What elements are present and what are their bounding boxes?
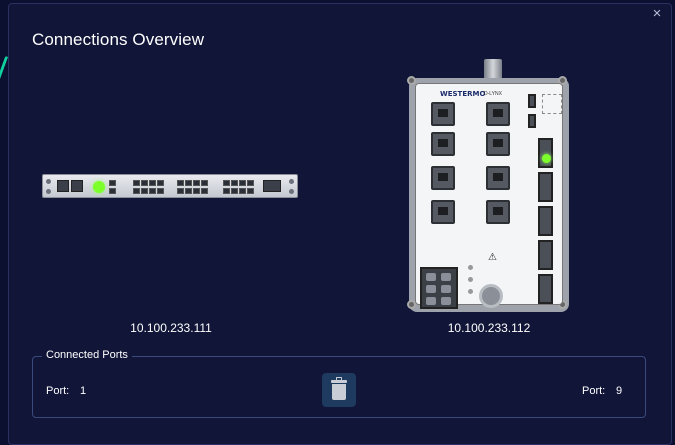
sd-slot bbox=[542, 94, 562, 114]
rj45-port[interactable] bbox=[431, 200, 455, 224]
terminal-slot bbox=[426, 285, 436, 293]
rack-port[interactable] bbox=[239, 180, 246, 186]
sfp-port[interactable] bbox=[538, 274, 553, 304]
rack-port[interactable] bbox=[109, 180, 116, 186]
sfp-port[interactable] bbox=[538, 172, 553, 202]
rack-port[interactable] bbox=[201, 180, 208, 186]
sfp-port[interactable] bbox=[538, 240, 553, 270]
screw bbox=[558, 76, 567, 85]
rack-port[interactable] bbox=[193, 188, 200, 194]
rack-sfp-slot bbox=[71, 180, 83, 192]
right-port-value: 9 bbox=[616, 385, 623, 397]
rack-port[interactable] bbox=[193, 180, 200, 186]
rack-sfp-slot bbox=[57, 180, 69, 192]
rack-port[interactable] bbox=[177, 188, 184, 194]
rack-port[interactable] bbox=[185, 180, 192, 186]
rack-ear-right-bottom bbox=[289, 189, 294, 194]
power-terminal bbox=[420, 267, 458, 309]
switch-front-panel: WESTERMO D-LYNX ⚠ bbox=[415, 83, 563, 309]
delete-connection-button[interactable] bbox=[322, 373, 356, 407]
model-label: D-LYNX bbox=[484, 91, 502, 97]
rack-ear-left bbox=[46, 179, 51, 184]
screw bbox=[407, 76, 416, 85]
left-port-value: 1 bbox=[80, 385, 87, 397]
rack-ear-right bbox=[289, 179, 294, 184]
rj45-port[interactable] bbox=[431, 102, 455, 126]
terminal-slot bbox=[426, 273, 436, 281]
rj45-port[interactable] bbox=[486, 200, 510, 224]
rack-port[interactable] bbox=[247, 188, 254, 194]
rack-port[interactable] bbox=[223, 188, 230, 194]
rj45-port[interactable] bbox=[431, 132, 455, 156]
device-right-image[interactable]: WESTERMO D-LYNX ⚠ bbox=[407, 59, 569, 314]
connected-ports-legend: Connected Ports bbox=[42, 349, 132, 361]
rack-port[interactable] bbox=[133, 188, 140, 194]
dc2-led bbox=[468, 277, 473, 282]
terminal-slot bbox=[441, 297, 451, 305]
rack-port[interactable] bbox=[157, 188, 164, 194]
rack-port[interactable] bbox=[141, 188, 148, 194]
connections-overview-dialog: × Connections Overview bbox=[8, 3, 672, 445]
connected-ports-group: Connected Ports Port: 1 Port: 9 bbox=[32, 349, 646, 418]
rj45-port[interactable] bbox=[486, 102, 510, 126]
terminal-slot bbox=[441, 285, 451, 293]
brand-logo: WESTERMO bbox=[440, 90, 486, 98]
warning-icon: ⚠ bbox=[488, 252, 497, 263]
terminal-slot bbox=[441, 273, 451, 281]
rack-port[interactable] bbox=[149, 180, 156, 186]
rack-port[interactable] bbox=[109, 188, 116, 194]
sfp-port[interactable] bbox=[538, 138, 553, 168]
left-port-label: Port: bbox=[46, 385, 70, 397]
rack-ear-left-bottom bbox=[46, 189, 51, 194]
port-9-active-led[interactable] bbox=[542, 154, 551, 163]
rack-port[interactable] bbox=[185, 188, 192, 194]
screw bbox=[407, 300, 416, 309]
on-led bbox=[468, 265, 473, 270]
rack-port[interactable] bbox=[149, 188, 156, 194]
rack-port[interactable] bbox=[223, 180, 230, 186]
rack-port[interactable] bbox=[133, 180, 140, 186]
rack-console-port bbox=[263, 180, 281, 192]
device-left-image[interactable] bbox=[42, 174, 298, 198]
dc1-led bbox=[468, 289, 473, 294]
rack-port[interactable] bbox=[201, 188, 208, 194]
sfp-port[interactable] bbox=[538, 206, 553, 236]
rack-port[interactable] bbox=[177, 180, 184, 186]
right-port-label: Port: bbox=[582, 385, 606, 397]
console-port bbox=[528, 114, 536, 128]
rack-switch-body bbox=[42, 174, 298, 198]
rj45-port[interactable] bbox=[486, 166, 510, 190]
device-left-ip: 10.100.233.111 bbox=[130, 321, 212, 335]
close-icon[interactable]: × bbox=[652, 5, 662, 22]
rj45-port[interactable] bbox=[431, 166, 455, 190]
rack-port-1-active-led[interactable] bbox=[93, 181, 105, 193]
rack-port[interactable] bbox=[141, 180, 148, 186]
terminal-slot bbox=[426, 297, 436, 305]
rack-port[interactable] bbox=[247, 180, 254, 186]
rj45-port[interactable] bbox=[486, 132, 510, 156]
rack-port[interactable] bbox=[231, 188, 238, 194]
rack-port[interactable] bbox=[157, 180, 164, 186]
rack-port[interactable] bbox=[231, 180, 238, 186]
dialog-title: Connections Overview bbox=[32, 30, 205, 49]
antenna-connector bbox=[484, 59, 502, 81]
ground-knob bbox=[479, 284, 503, 308]
rack-port[interactable] bbox=[239, 188, 246, 194]
usb-port bbox=[528, 94, 536, 108]
device-right-ip: 10.100.233.112 bbox=[447, 321, 531, 335]
industrial-switch-body: WESTERMO D-LYNX ⚠ bbox=[407, 76, 569, 312]
